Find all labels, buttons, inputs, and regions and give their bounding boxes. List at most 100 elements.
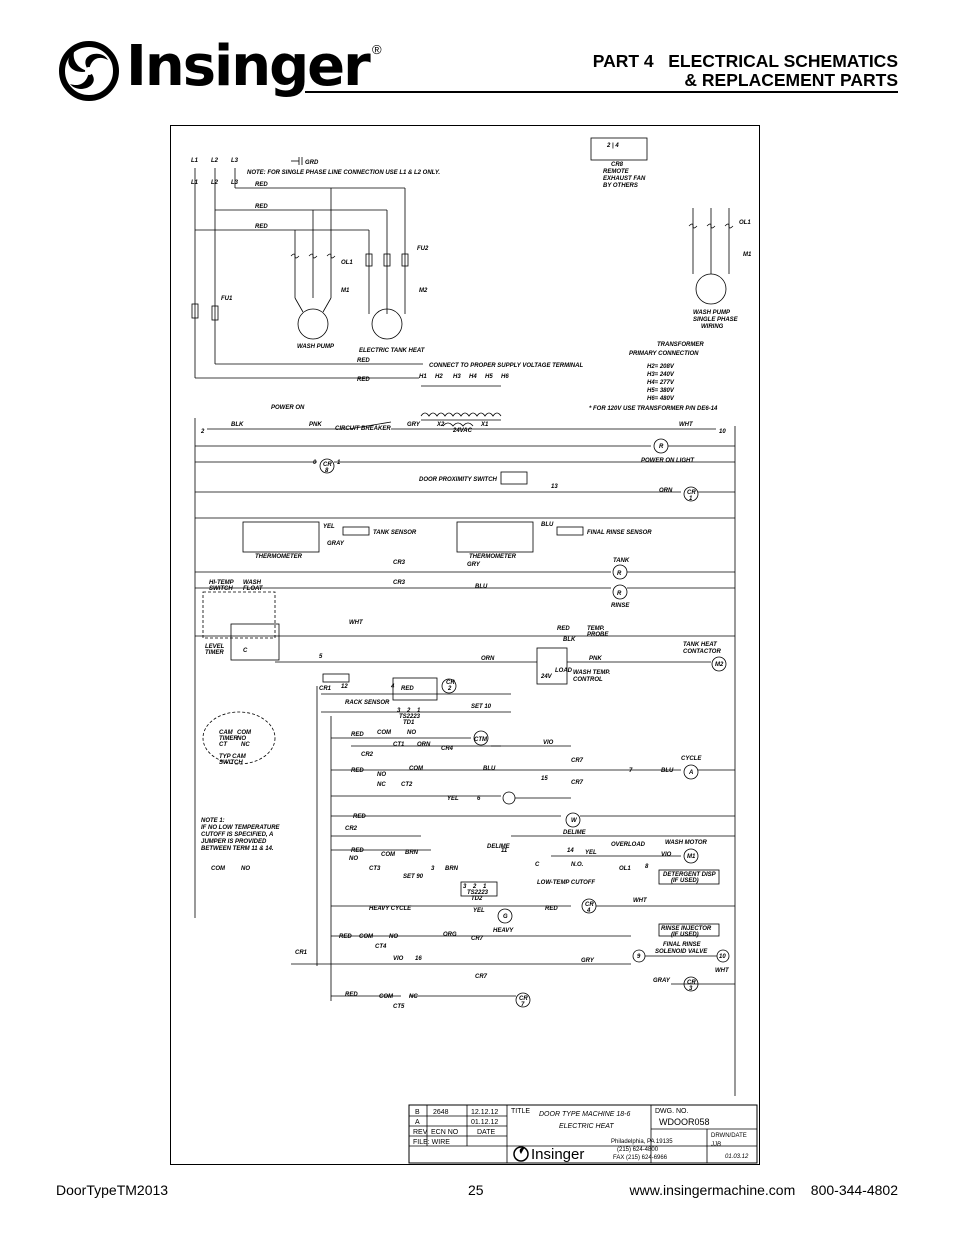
td2-pin-1: 1 xyxy=(483,884,487,890)
transformer-subtitle: PRIMARY CONNECTION xyxy=(629,351,699,357)
low-temp-c: C xyxy=(535,862,540,868)
rinse-light: RINSE xyxy=(611,603,630,609)
connect-supply-note: CONNECT TO PROPER SUPPLY VOLTAGE TERMINA… xyxy=(429,363,583,369)
final-rinse-valve-2: SOLENOID VALVE xyxy=(655,949,708,955)
cr7-contact-2: CR7 xyxy=(571,780,584,786)
sp-desc-1: WASH PUMP xyxy=(693,310,731,316)
wire-red-probe: RED xyxy=(557,626,570,632)
transformer-title: TRANSFORMER xyxy=(657,342,704,348)
terminal-14: 14 xyxy=(567,848,574,854)
cr1-coil-cr: CR xyxy=(687,490,696,496)
footer-page-number: 25 xyxy=(468,1182,484,1198)
wire-blk: BLK xyxy=(231,422,244,428)
cr7-contact-4: CR7 xyxy=(475,974,488,980)
date-a: 01.12.12 xyxy=(471,1119,498,1126)
cr2-coil-num: 2 xyxy=(447,686,452,692)
wire-gray-1: GRAY xyxy=(327,541,345,547)
td2-id: TD2 xyxy=(471,896,483,902)
ct2-nc: NC xyxy=(377,782,386,788)
rev-header: REV xyxy=(413,1129,428,1136)
heavy-cycle-switch: HEAVY CYCLE xyxy=(369,906,412,912)
brand-name: Insinger xyxy=(126,34,371,99)
address-2: (215) 624-4800 xyxy=(617,1147,659,1153)
ct4-label: CT4 xyxy=(375,944,387,950)
overload-ol1: OL1 xyxy=(341,260,353,266)
secondary-x1: X1 xyxy=(480,422,489,428)
transformer-tap-3: H4= 277V xyxy=(647,380,675,386)
cam-no: NO xyxy=(237,736,246,742)
dwg-label: DWG. NO. xyxy=(655,1108,688,1115)
contactor-m2: M2 xyxy=(419,288,428,294)
wire-red-ct1: RED xyxy=(351,732,364,738)
terminal-9: 9 xyxy=(637,954,641,960)
wire-wht-4: WHT xyxy=(715,968,730,974)
td2-set-90: SET 90 xyxy=(403,874,424,880)
title-block-swirl-icon xyxy=(513,1146,529,1162)
section-title-line-1: PART 4 ELECTRICAL SCHEMATICS xyxy=(592,51,898,71)
delime-light-w: W xyxy=(571,818,578,824)
sp-ol1: OL1 xyxy=(739,220,751,226)
ct3-com: COM xyxy=(381,852,396,858)
supply-l3-top: L3 xyxy=(231,158,239,164)
wire-yel-1: YEL xyxy=(323,524,335,530)
terminal-15: 15 xyxy=(541,776,548,782)
ct3-label: CT3 xyxy=(369,866,381,872)
tap-h4: H4 xyxy=(469,374,477,380)
wire-yel-3: YEL xyxy=(585,850,597,856)
tap-h6: H6 xyxy=(501,374,509,380)
dwg-number: WDOOR058 xyxy=(659,1117,710,1127)
tank-sensor: TANK SENSOR xyxy=(373,530,417,536)
terminal-5: 5 xyxy=(319,654,323,660)
registered-mark: ® xyxy=(372,42,382,57)
rinse-light-r: R xyxy=(617,591,622,597)
section-title-line-2: & REPLACEMENT PARTS xyxy=(684,70,898,90)
ecn-b: 2648 xyxy=(433,1109,449,1116)
detergent-1: DETERGENT DISP xyxy=(663,872,717,878)
cam-switch-2: SWITCH xyxy=(219,760,243,766)
cr1-contact: CR1 xyxy=(319,686,332,692)
rev-a: A xyxy=(415,1119,420,1126)
power-light-r: R xyxy=(659,444,664,450)
wiring-schematic: L1 L2 L3 L1 L2 L3 GRD NOTE: FOR SINGLE P… xyxy=(170,125,760,1165)
title-line-2: ELECTRIC HEAT xyxy=(559,1123,614,1130)
ct4-no: NO xyxy=(389,934,398,940)
wire-brn-2: BRN xyxy=(445,866,459,872)
cr1-contact-2: CR1 xyxy=(295,950,308,956)
wire-wht-2: WHT xyxy=(349,620,364,626)
terminal-3: 3 xyxy=(431,866,435,872)
wire-vio-1: VIO xyxy=(543,740,554,746)
wire-pnk-2: PNK xyxy=(589,656,602,662)
wire-red-ct2: RED xyxy=(351,768,364,774)
wire-red-1: RED xyxy=(255,182,268,188)
thermometer-2: THERMOMETER xyxy=(469,554,517,560)
terminal-7: 7 xyxy=(629,768,633,774)
cr2-contact-2: CR2 xyxy=(345,826,358,832)
ct1-label: CT1 xyxy=(393,742,405,748)
ct2-com: COM xyxy=(409,766,424,772)
level-timer-2: TIMER xyxy=(205,650,224,656)
rack-sensor: RACK SENSOR xyxy=(345,700,390,706)
ct5-com: COM xyxy=(379,994,394,1000)
relay-contacts: 2 | 4 xyxy=(606,143,619,149)
tap-h3: H3 xyxy=(453,374,461,380)
td1-pin-1: 1 xyxy=(417,708,421,714)
tank-heat-contactor-2: CONTACTOR xyxy=(683,649,721,655)
transformer-120v-note: * FOR 120V USE TRANSFORMER P/N DE6-14 xyxy=(589,406,718,412)
td1-model: TS2223 xyxy=(399,714,421,720)
cr2-contact: CR2 xyxy=(361,752,374,758)
wire-red-delime: RED xyxy=(353,814,366,820)
cr1-coil-num: 1 xyxy=(689,496,693,502)
thermometer-1: THERMOMETER xyxy=(255,554,303,560)
tank-light: TANK xyxy=(613,558,630,564)
cr3-coil-cr: CR xyxy=(687,980,696,986)
jumper-com: COM xyxy=(211,866,226,872)
wire-gry-3: GRY xyxy=(581,958,595,964)
ground-label: GRD xyxy=(305,160,319,166)
ct5-label: CT5 xyxy=(393,1004,405,1010)
title-label: TITLE xyxy=(511,1108,530,1115)
wash-motor-m1: M1 xyxy=(687,854,696,860)
motor-m1: M1 xyxy=(341,288,350,294)
wire-red-heavy: RED xyxy=(545,906,558,912)
wire-red-ct4: RED xyxy=(339,934,352,940)
circuit-breaker: CIRCUIT BREAKER xyxy=(335,426,391,432)
